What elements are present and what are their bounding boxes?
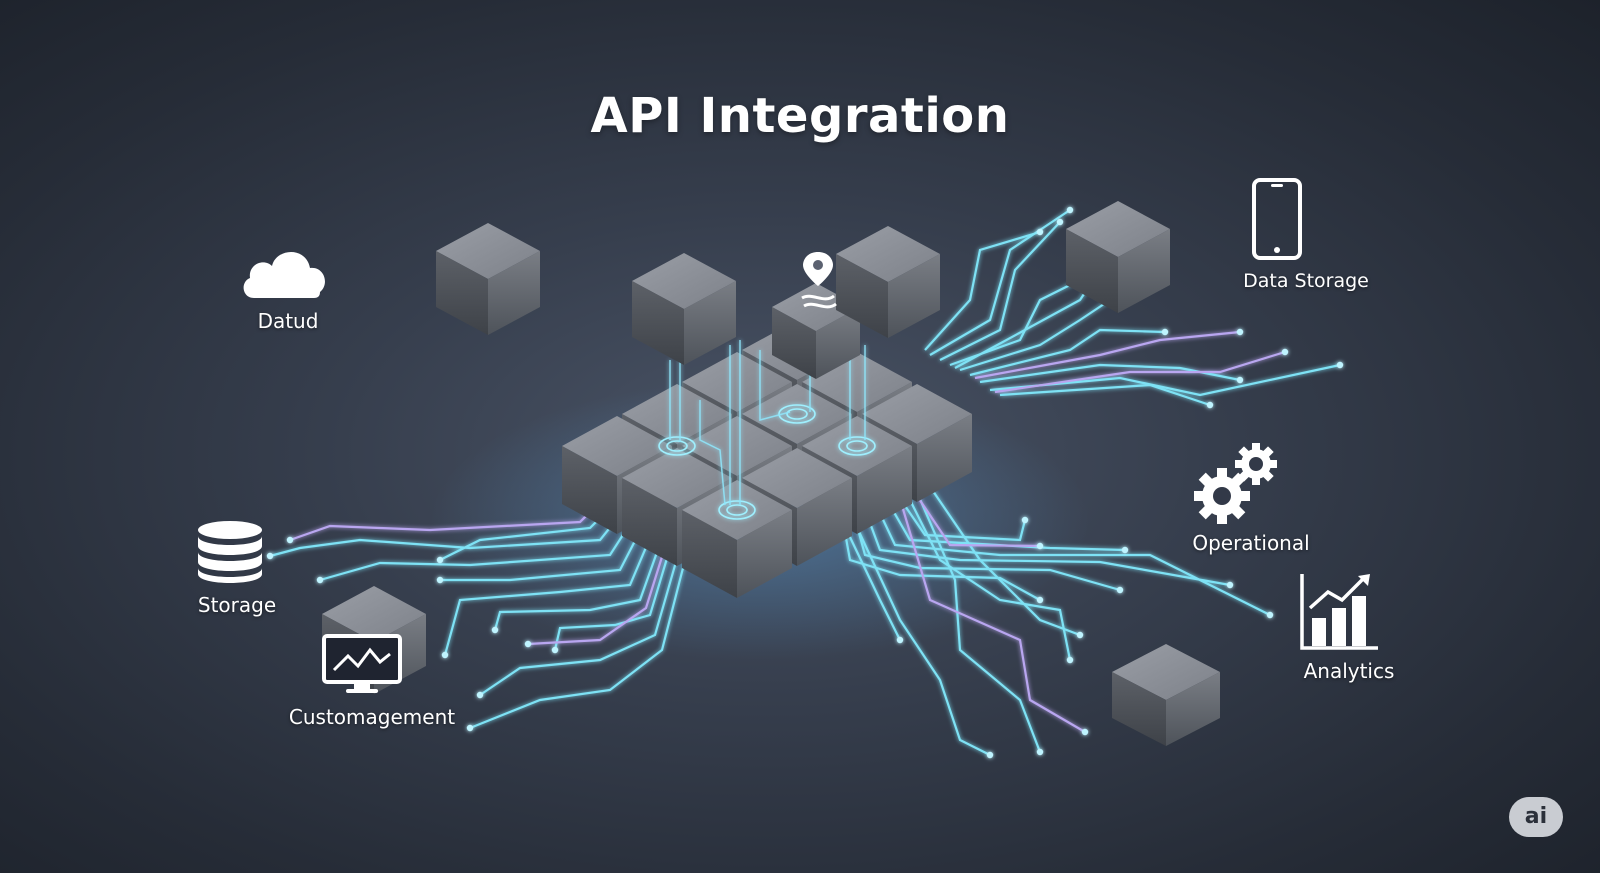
monitor-icon: [322, 634, 402, 693]
floating-cube: [436, 223, 540, 335]
gears-icon: [1194, 443, 1277, 524]
analytics-label: Analytics: [1303, 659, 1395, 683]
analytics-icon: [1300, 574, 1378, 650]
cloud-label: Datud: [257, 309, 319, 333]
floating-cube: [632, 253, 736, 365]
location-pin-icon: [801, 252, 837, 309]
cube: [682, 480, 792, 598]
floating-cube: [836, 226, 940, 338]
phone-icon: [1252, 178, 1302, 260]
ai-badge: ai: [1509, 797, 1563, 837]
page-title: API Integration: [590, 88, 1010, 144]
gears-label: Operational: [1192, 531, 1310, 555]
phone-label: Data Storage: [1243, 270, 1369, 292]
database-label: Storage: [197, 593, 277, 617]
cube-cluster: [562, 320, 972, 598]
database-icon: [198, 521, 262, 583]
monitor-label: Customagement: [288, 705, 456, 729]
floating-cube: [1066, 201, 1170, 313]
cloud-icon: [243, 252, 325, 298]
circuit-traces: [269, 209, 1341, 756]
floating-cube: [1112, 644, 1220, 746]
